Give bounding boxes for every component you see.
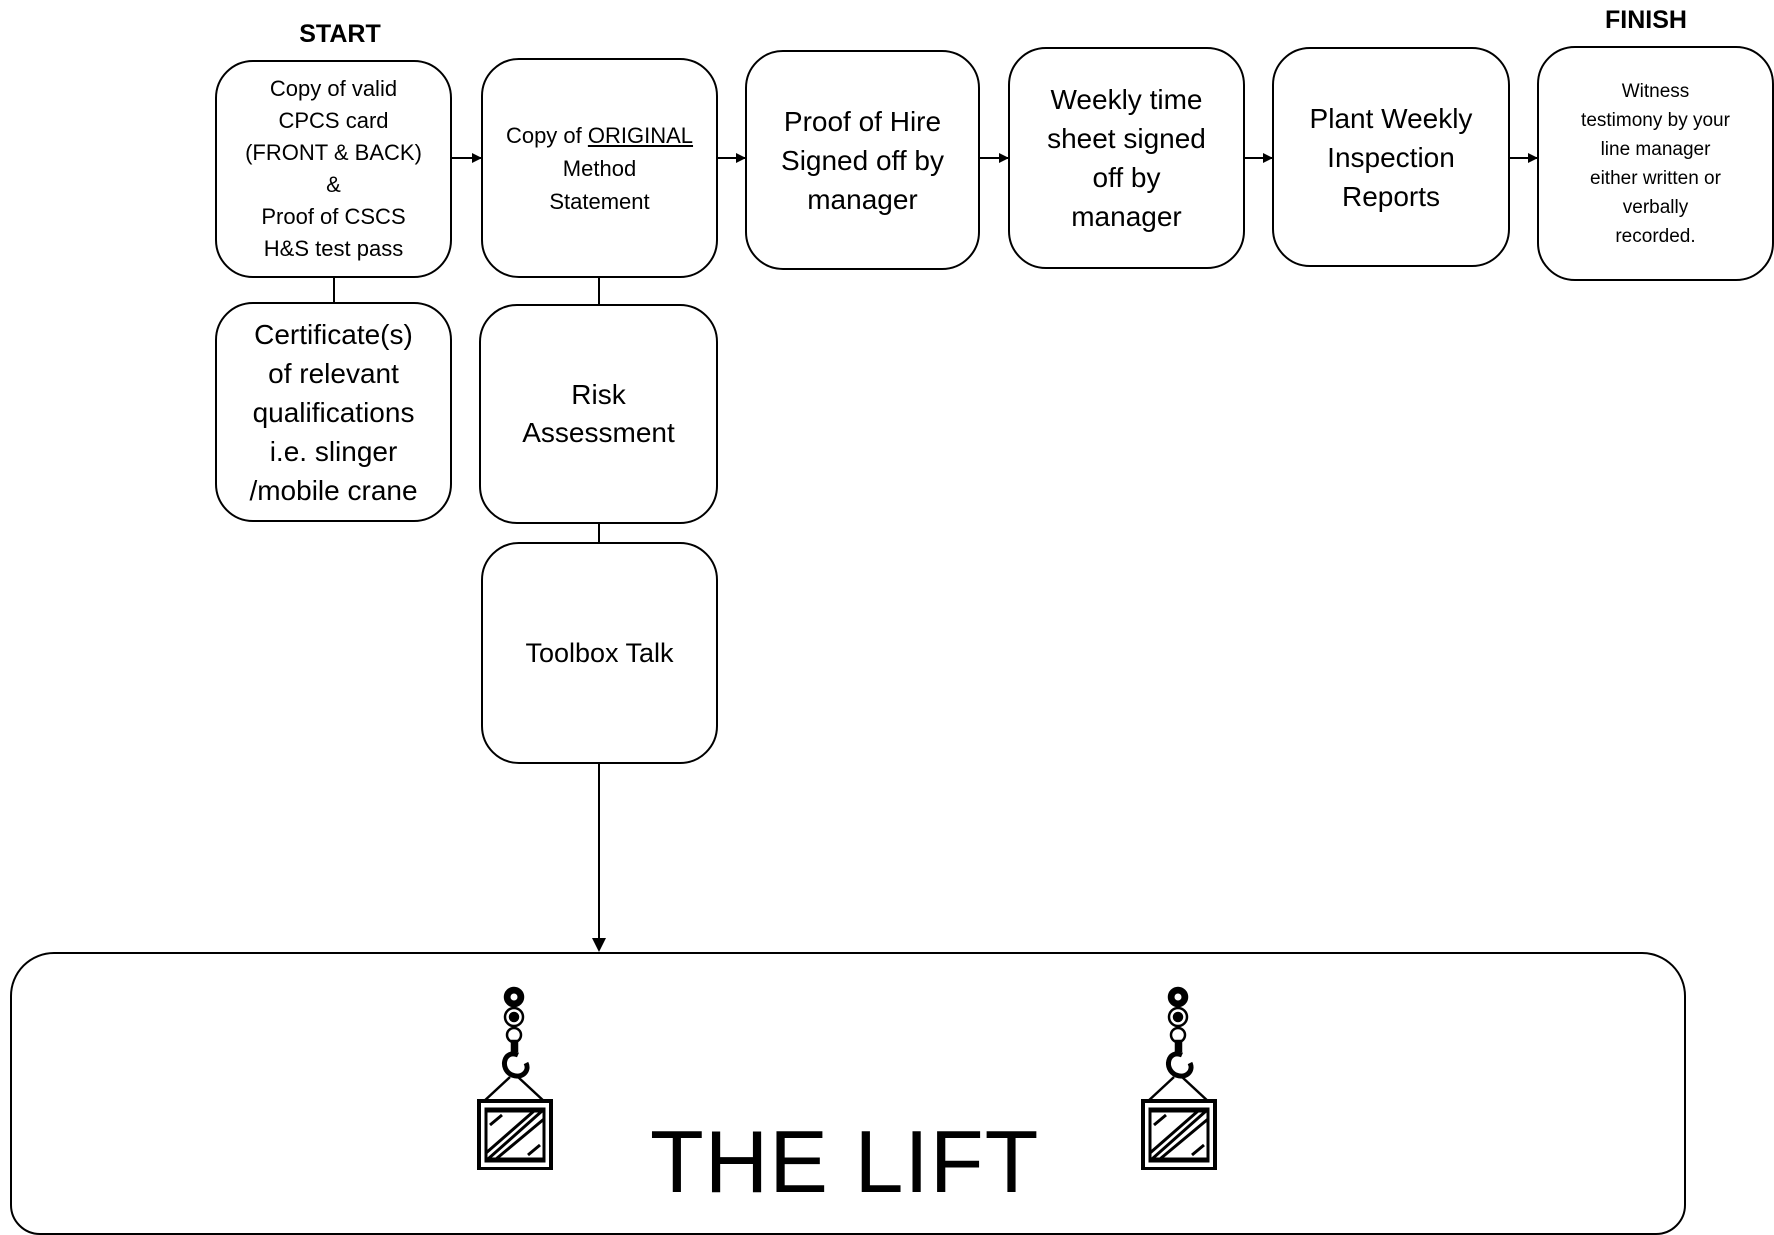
step-plant-inspection-text: Plant Weekly Inspection Reports xyxy=(1309,102,1473,212)
step-weekly-timesheet: Weekly time sheet signed off by manager xyxy=(1008,47,1245,269)
crane-hook-crate-icon xyxy=(1141,986,1217,1170)
step-weekly-timesheet-text: Weekly time sheet signed off by manager xyxy=(1047,84,1206,232)
step-risk-assessment-text: Risk Assessment xyxy=(522,379,675,448)
step-cpcs-card: Copy of valid CPCS card (FRONT & BACK) &… xyxy=(215,60,452,278)
step-witness-testimony-text: Witness testimony by your line manager e… xyxy=(1581,80,1730,247)
step-certificates-text: Certificate(s) of relevant qualification… xyxy=(249,318,418,506)
the-lift-panel xyxy=(10,952,1686,1235)
step-certificates: Certificate(s) of relevant qualification… xyxy=(215,302,452,522)
start-label: START xyxy=(299,20,381,48)
method-prefix: Copy of xyxy=(505,122,588,148)
the-lift-title: THE LIFT xyxy=(650,1112,1040,1211)
step-proof-of-hire: Proof of Hire Signed off by manager xyxy=(745,50,980,270)
step-risk-assessment: Risk Assessment xyxy=(479,304,718,524)
crane-hook-crate-icon xyxy=(477,986,553,1170)
step-proof-of-hire-text: Proof of Hire Signed off by manager xyxy=(781,105,944,215)
method-rest: Method Statement xyxy=(549,155,650,214)
finish-label: FINISH xyxy=(1605,6,1687,34)
step-toolbox-talk: Toolbox Talk xyxy=(481,542,718,764)
step-method-statement: Copy of ORIGINAL Method Statement xyxy=(481,58,718,278)
step-witness-testimony: Witness testimony by your line manager e… xyxy=(1537,46,1774,281)
step-method-statement-text: Copy of ORIGINAL Method Statement xyxy=(506,119,693,218)
step-plant-inspection: Plant Weekly Inspection Reports xyxy=(1272,47,1510,267)
method-original-emphasis: ORIGINAL xyxy=(587,122,694,148)
step-toolbox-talk-text: Toolbox Talk xyxy=(525,638,674,668)
step-cpcs-card-text: Copy of valid CPCS card (FRONT & BACK) &… xyxy=(245,76,422,261)
